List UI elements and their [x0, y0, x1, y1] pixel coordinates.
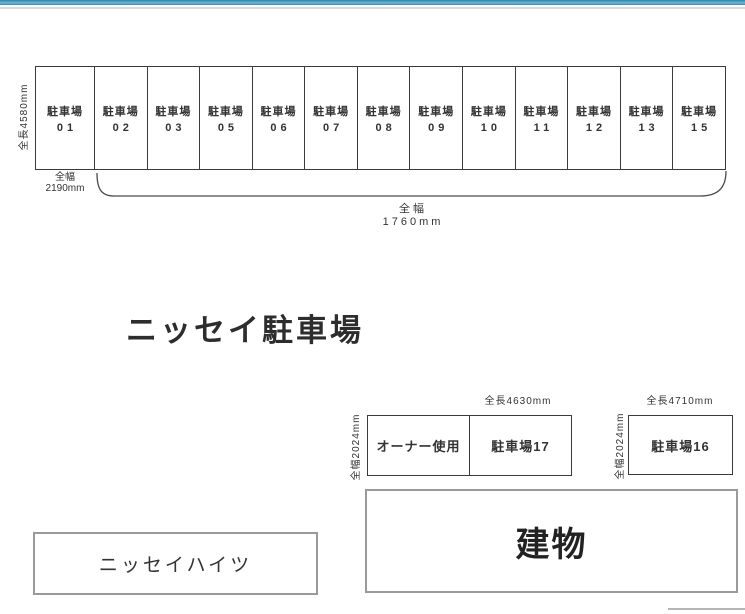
parking-cell: 駐車場 12	[568, 67, 621, 169]
parking-cell-number: 09	[428, 121, 449, 134]
parking-cell-word: 駐車場	[628, 105, 665, 118]
parking-cell-number: 01	[56, 121, 78, 134]
parking-cell: 駐車場 13	[621, 67, 674, 169]
space01-width-label-line2: 2190mm	[45, 183, 85, 194]
lot17-box: オーナー使用 駐車場17	[367, 415, 572, 476]
parking-cell-word: 駐車場	[365, 105, 402, 118]
lot17-space-cell: 駐車場17	[491, 439, 550, 454]
top-divider-line	[0, 7, 745, 9]
lot16-space-cell: 駐車場16	[651, 438, 710, 454]
parking-cell-word: 駐車場	[207, 105, 244, 118]
parking-cell-word: 駐車場	[418, 105, 455, 118]
parking-cell: 駐車場 15	[673, 67, 725, 169]
parking-cell: 駐車場 07	[305, 67, 358, 169]
lot17-owner-cell: オーナー使用	[368, 416, 470, 475]
row-width-label: 全幅 1760mm	[353, 203, 473, 229]
parking-cell-number: 12	[585, 121, 607, 134]
building-box: 建物	[365, 489, 738, 593]
parking-cell-word: 駐車場	[575, 105, 612, 118]
parking-cell-number: 07	[322, 121, 344, 134]
lot17-length-label: 全長4630mm	[484, 396, 552, 407]
apartment-label: ニッセイハイツ	[98, 555, 253, 576]
parking-cell-word: 駐車場	[260, 105, 297, 118]
top-accent-bar	[0, 0, 745, 5]
parking-cell: 駐車場 05	[200, 67, 253, 169]
parking-cell: 駐車場 10	[463, 67, 516, 169]
parking-cell: 駐車場 03	[148, 67, 201, 169]
parking-cell-number: 13	[638, 121, 659, 134]
parking-cell-number: 10	[480, 121, 501, 134]
parking-cell: 駐車場 08	[358, 67, 411, 169]
parking-cell-word: 駐車場	[470, 105, 507, 118]
parking-cell: 駐車場 01	[36, 67, 95, 169]
site-title: ニッセイ駐車場	[126, 313, 364, 348]
parking-cell-number: 15	[691, 121, 712, 134]
parking-cell-word: 駐車場	[313, 105, 350, 118]
parking-cell-word: 駐車場	[681, 105, 718, 118]
parking-row-table: 駐車場 01 駐車場 02 駐車場 03 駐車場 05 駐車場 06 駐車場 07 駐車場 08 駐車場 09…	[35, 66, 726, 170]
parking-cell-number: 11	[533, 121, 554, 134]
space01-width-label: 全幅 2190mm	[30, 172, 100, 194]
lot16-box: 駐車場16	[628, 415, 733, 475]
lot16-length-label: 全長4710mm	[646, 396, 714, 407]
parking-cell-number: 03	[165, 121, 186, 134]
cutoff-box-edge	[668, 608, 745, 614]
lot17-width-label: 全幅2024mm	[351, 413, 362, 481]
parking-cell: 駐車場 11	[516, 67, 569, 169]
parking-cell-number: 08	[375, 121, 396, 134]
parking-cell: 駐車場 09	[410, 67, 464, 169]
row-width-brace	[96, 170, 727, 197]
space01-width-label-line1: 全幅	[55, 172, 75, 183]
parking-cell: 駐車場 02	[95, 67, 148, 169]
parking-cell: 駐車場 06	[253, 67, 306, 169]
apartment-box: ニッセイハイツ	[33, 532, 318, 595]
parking-cell-word: 駐車場	[523, 105, 560, 118]
parking-cell-number: 05	[217, 121, 239, 134]
row-width-label-line1: 全幅	[399, 203, 427, 215]
parking-cell-word: 駐車場	[155, 105, 192, 118]
parking-cell-word: 駐車場	[47, 105, 83, 118]
parking-cell-number: 02	[112, 121, 133, 134]
parking-cell-number: 06	[270, 121, 291, 134]
row-length-label: 全長4580mm	[19, 83, 30, 151]
row-width-label-line2: 1760mm	[382, 216, 444, 228]
building-label: 建物	[515, 525, 588, 564]
parking-cell-word: 駐車場	[102, 105, 139, 118]
